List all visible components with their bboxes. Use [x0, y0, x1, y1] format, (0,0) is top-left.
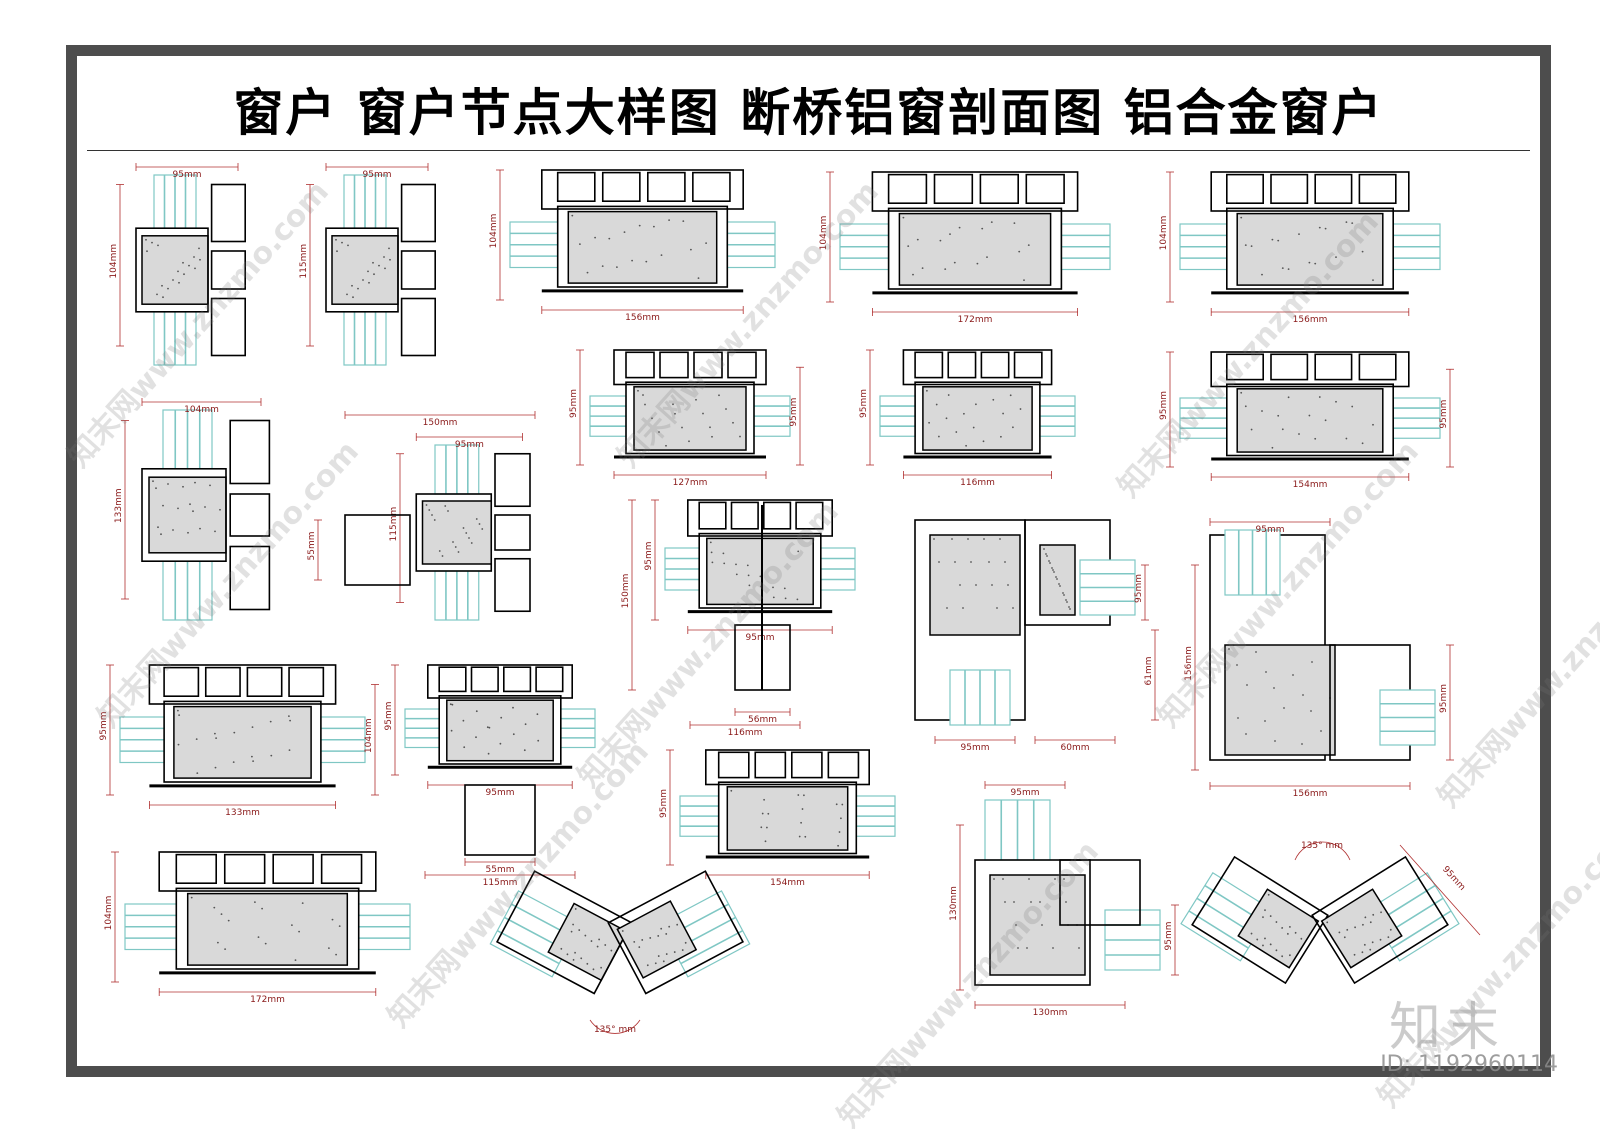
dimension-label: 127mm	[673, 478, 708, 488]
detail-d16: 95mm 154mm	[659, 749, 896, 888]
dimension-label: 133mm	[114, 488, 124, 523]
detail-d15: 95mm 95mm 55mm 115mm	[384, 664, 596, 888]
dimension-label: 95mm	[1134, 574, 1144, 603]
detail-d5: 104mm 156mm	[1159, 171, 1441, 325]
dimension-label: 116mm	[960, 478, 995, 488]
dimension-label: 95mm	[569, 389, 579, 418]
dimension-label: 115mm	[483, 878, 518, 888]
dimension-label: 95mm	[1439, 400, 1449, 429]
detail-d3: 104mm 156mm	[489, 169, 776, 323]
detail-d11: 95mm 95mm 150mm 56mm 116mm	[621, 499, 856, 738]
detail-d4: 104mm 172mm	[819, 171, 1111, 325]
detail-d14: 95mm 104mm 133mm	[99, 664, 379, 818]
dimension-label: 154mm	[770, 878, 805, 888]
dimension-label: 172mm	[958, 315, 993, 325]
dimension-label: 156mm	[625, 313, 660, 323]
dimension-label: 104mm	[489, 214, 499, 249]
dimension-label: 95mm	[1439, 684, 1449, 713]
dimension-label: 95mm	[1164, 922, 1174, 951]
detail-d20: 135° mm 95mm	[1180, 841, 1481, 985]
dimension-label: 55mm	[486, 865, 515, 875]
dimension-label: 135° mm	[594, 1025, 636, 1035]
dimension-label: 104mm	[184, 405, 219, 415]
dimension-label: 95mm	[644, 542, 654, 571]
dimension-label: 95mm	[1011, 788, 1040, 798]
dimension-label: 133mm	[225, 808, 260, 818]
dimension-label: 130mm	[949, 886, 959, 921]
dimension-label: 150mm	[423, 418, 458, 428]
dimension-label: 55mm	[307, 532, 317, 561]
dimension-label: 130mm	[1033, 1008, 1068, 1018]
dimension-label: 95mm	[659, 789, 669, 818]
dimension-label: 95mm	[455, 440, 484, 450]
dimension-label: 172mm	[250, 995, 285, 1005]
detail-d9: 104mm 133mm	[114, 398, 271, 621]
detail-d19: 95mm 130mm 95mm 130mm	[949, 781, 1179, 1018]
brand-logo: 知末	[1388, 998, 1505, 1058]
dimension-label: 95mm	[1256, 525, 1285, 535]
dimension-label: 156mm	[1184, 646, 1194, 681]
dimension-label: 135° mm	[1301, 841, 1343, 851]
detail-d7: 95mm 116mm	[859, 349, 1076, 488]
dimension-label: 104mm	[1159, 216, 1169, 251]
dimension-label: 104mm	[104, 896, 114, 931]
dimension-label: 95mm	[961, 743, 990, 753]
dimension-label: 150mm	[621, 574, 631, 609]
dimension-label: 115mm	[389, 507, 399, 542]
dimension-label: 95mm	[1440, 865, 1467, 893]
detail-d6: 95mm 95mm 127mm	[569, 349, 804, 488]
detail-d18: 135° mm	[489, 870, 751, 1035]
detail-d1: 95mm 104mm	[109, 163, 247, 366]
detail-d8: 95mm 95mm 154mm	[1159, 351, 1454, 490]
dimension-label: 95mm	[173, 170, 202, 180]
dimension-label: 95mm	[486, 788, 515, 798]
image-id: ID: 1192960114	[1380, 1052, 1558, 1077]
dimension-label: 95mm	[1159, 391, 1169, 420]
detail-d13: 95mm 156mm 95mm 156mm	[1184, 518, 1454, 799]
dimension-label: 95mm	[363, 170, 392, 180]
detail-d2: 95mm 115mm	[299, 163, 437, 366]
dimension-label: 154mm	[1293, 480, 1328, 490]
dimension-label: 104mm	[109, 244, 119, 279]
dimension-label: 95mm	[99, 712, 109, 741]
dimension-label: 61mm	[1144, 657, 1154, 686]
dimension-label: 95mm	[384, 702, 394, 731]
dimension-label: 95mm	[746, 633, 775, 643]
dimension-label: 95mm	[859, 389, 869, 418]
page-title: 窗户 窗户节点大样图 断桥铝窗剖面图 铝合金窗户	[233, 84, 1384, 142]
dimension-label: 104mm	[364, 718, 374, 753]
dimension-label: 116mm	[728, 728, 763, 738]
detail-d10: 95mm 115mm 150mm 55mm	[307, 411, 536, 621]
dimension-label: 95mm	[789, 398, 799, 427]
dimension-label: 56mm	[748, 715, 777, 725]
dimension-label: 104mm	[819, 216, 829, 251]
detail-d17: 104mm 172mm	[104, 851, 411, 1005]
dimension-label: 156mm	[1293, 789, 1328, 799]
detail-d12: 95mm 61mm 95mm 60mm	[914, 519, 1159, 753]
dimension-label: 60mm	[1061, 743, 1090, 753]
dimension-label: 156mm	[1293, 315, 1328, 325]
title-underline	[87, 150, 1530, 151]
dimension-label: 115mm	[299, 244, 309, 279]
